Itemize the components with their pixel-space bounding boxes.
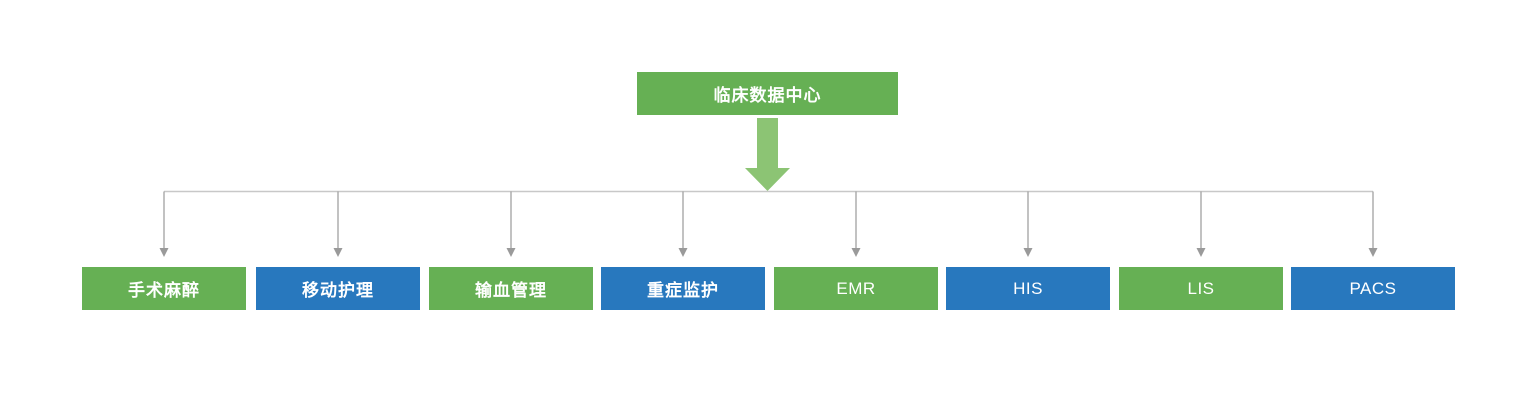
node-label: 手术麻醉 [128, 281, 200, 300]
tree-connector-lines [159, 190, 1378, 257]
node-label: HIS [1013, 278, 1043, 298]
connector-arrowhead-3 [678, 248, 688, 257]
node-zhongzheng-jianhu[interactable]: 重症监护 [601, 267, 765, 310]
connector-arrowhead-1 [333, 248, 343, 257]
node-his[interactable]: HIS [946, 267, 1110, 310]
node-pacs[interactable]: PACS [1291, 267, 1455, 310]
connector-arrowhead-0 [159, 248, 169, 257]
down-block-arrow [745, 118, 790, 191]
node-label: 输血管理 [475, 281, 547, 300]
connector-arrowhead-7 [1368, 248, 1378, 257]
node-shuxue-guanli[interactable]: 输血管理 [429, 267, 593, 310]
node-label: 临床数据中心 [713, 86, 822, 105]
connector-arrowhead-4 [851, 248, 861, 257]
node-label: LIS [1187, 278, 1215, 298]
node-lis[interactable]: LIS [1119, 267, 1283, 310]
node-label: 重症监护 [647, 281, 719, 300]
connector-arrowhead-6 [1196, 248, 1206, 257]
leaf-node-row: 手术麻醉 移动护理 输血管理 重症监护 EMR HIS LIS PACS [82, 267, 1455, 310]
node-label: EMR [836, 278, 876, 298]
connector-arrowhead-2 [506, 248, 516, 257]
node-clinical-data-center[interactable]: 临床数据中心 [637, 72, 898, 115]
node-shoushu-mazui[interactable]: 手术麻醉 [82, 267, 246, 310]
node-label: PACS [1349, 278, 1397, 298]
node-yidong-huli[interactable]: 移动护理 [256, 267, 420, 310]
connector-arrowhead-5 [1023, 248, 1033, 257]
node-label: 移动护理 [302, 281, 374, 300]
node-emr[interactable]: EMR [774, 267, 938, 310]
